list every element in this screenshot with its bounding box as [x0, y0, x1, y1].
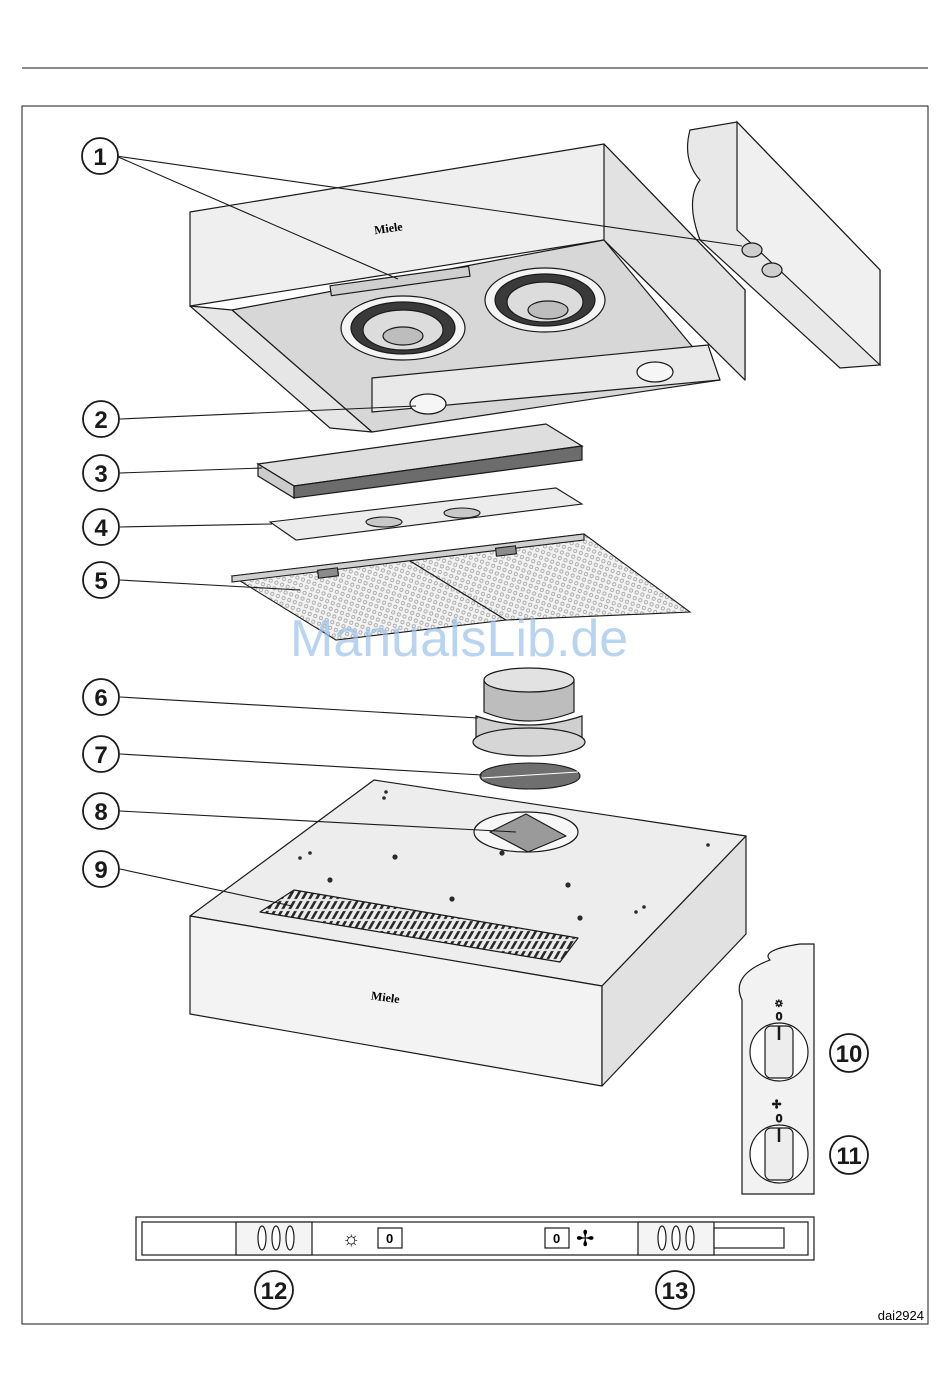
side-control-panel: ☼ 0 ✢ 0 — [739, 944, 814, 1194]
callout-4-label: 4 — [94, 515, 108, 542]
callout-7-label: 7 — [94, 742, 107, 769]
part-3-panel — [258, 424, 582, 498]
callout-11-label: 11 — [836, 1143, 861, 1170]
panel-display-slot — [714, 1228, 784, 1248]
fan-knob-zero: 0 — [776, 1113, 782, 1125]
callout-5-label: 5 — [94, 568, 107, 595]
callout-3-label: 3 — [94, 461, 107, 488]
side-hood-knob-lower — [762, 263, 782, 277]
panel-light-zero: 0 — [386, 1231, 393, 1246]
callout-1-label: 1 — [93, 144, 106, 171]
lower-hood — [190, 780, 746, 1086]
light-knob-zero: 0 — [776, 1011, 782, 1023]
side-hood-knob-upper — [742, 243, 762, 257]
part-6-duct-adapter — [473, 668, 585, 756]
callout-9-label: 9 — [94, 857, 107, 884]
fan-right — [485, 268, 605, 332]
lamp-left — [410, 394, 446, 414]
callout-13-label: 13 — [662, 1278, 689, 1305]
lamp-right — [637, 362, 673, 382]
panel-light-icon: ☼ — [342, 1228, 360, 1250]
panel-fan-zero: 0 — [553, 1231, 560, 1246]
upper-hood — [190, 144, 745, 432]
callout-2-label: 2 — [94, 407, 107, 434]
figure-code: dai2924 — [878, 1308, 924, 1323]
callout-12-label: 12 — [261, 1278, 288, 1305]
fan-symbol-icon: ✢ — [772, 1099, 781, 1111]
front-control-panel — [136, 1217, 814, 1260]
callout-8-label: 8 — [94, 799, 107, 826]
part-4-frame — [270, 488, 582, 540]
part-7-flap — [480, 763, 580, 789]
callout-6-label: 6 — [94, 685, 107, 712]
panel-fan-icon: ✢ — [576, 1226, 594, 1251]
watermark: ManualsLib.de — [290, 610, 628, 668]
fan-left — [341, 296, 465, 360]
callout-10-label: 10 — [836, 1041, 863, 1068]
light-symbol-icon: ☼ — [774, 997, 784, 1009]
